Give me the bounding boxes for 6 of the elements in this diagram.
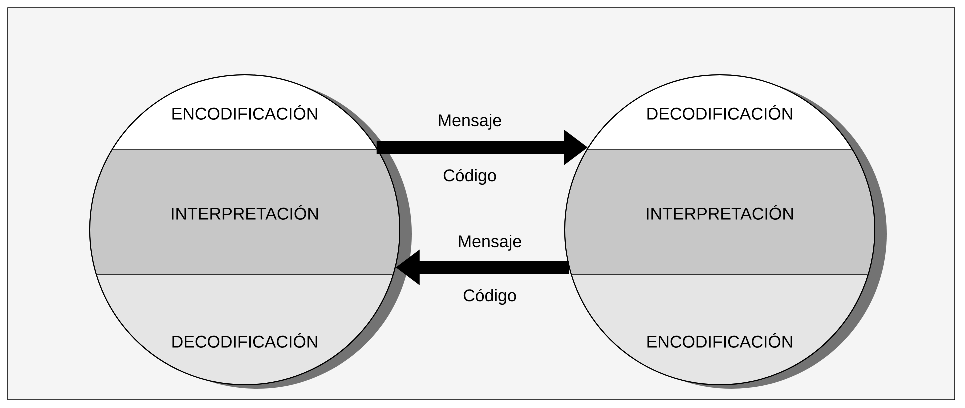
edge-label: Mensaje [459,235,522,251]
band: INTERPRETACIÓN [566,150,874,275]
band: INTERPRETACIÓN [90,150,400,275]
arrow-label: Código [464,288,516,306]
edge-label: Mensaje [439,114,502,130]
arrow-label: Código [444,168,496,186]
